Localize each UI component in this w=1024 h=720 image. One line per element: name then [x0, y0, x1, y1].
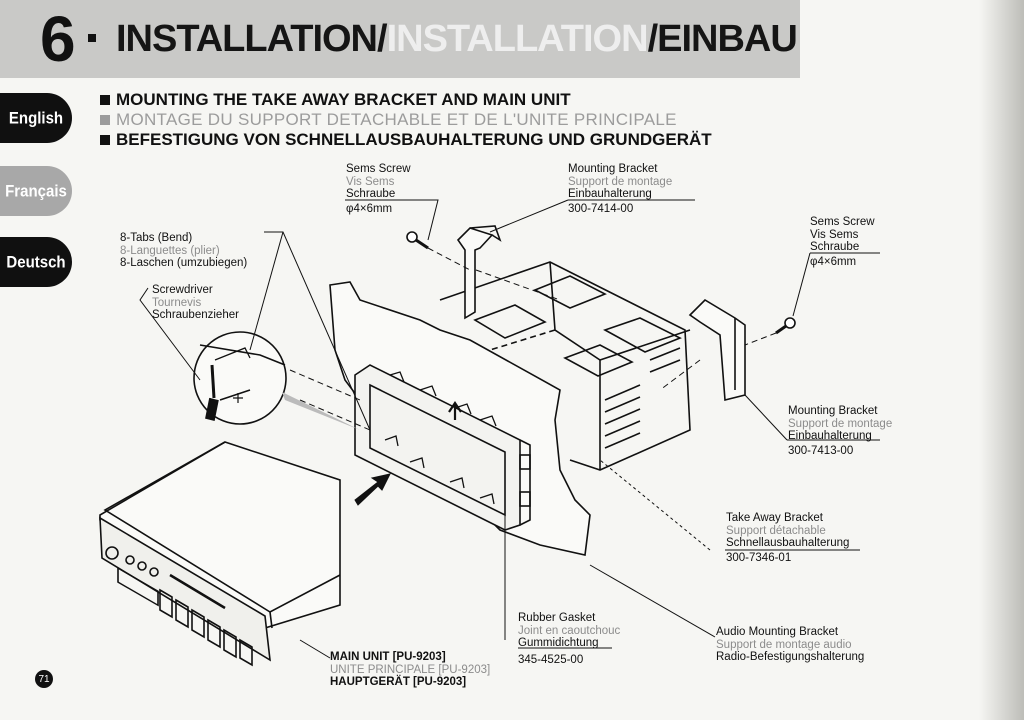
label-audio-mounting-bracket: Audio Mounting Bracket Support de montag…	[716, 626, 864, 664]
section-number: 6	[40, 3, 76, 75]
label-take-away-bracket: Take Away Bracket Support détachable Sch…	[726, 512, 849, 564]
title-separator: /	[647, 18, 659, 60]
label-text: 8-Tabs (Bend)	[120, 232, 193, 244]
label-sems-screw-top: Sems Screw Vis Sems Schraube φ4×6mm	[346, 163, 411, 215]
page-title: INSTALLATION/INSTALLATION/EINBAU	[116, 18, 798, 61]
heading-french-text: MONTAGE DU SUPPORT DETACHABLE ET DE L'UN…	[116, 110, 677, 129]
label-text-german: Einbauhalterung	[788, 430, 872, 442]
sems-screw-top-icon	[406, 231, 429, 250]
label-part-number: 300-7413-00	[788, 444, 854, 457]
label-sems-screw-right: Sems Screw Vis Sems Schraube φ4×6mm	[810, 216, 875, 268]
label-text: Mounting Bracket	[568, 163, 658, 175]
label-text-german: Einbauhalterung	[568, 188, 652, 200]
sleeve-box	[439, 261, 691, 471]
label-text: Sems Screw	[346, 163, 411, 175]
label-text-french: Vis Sems	[810, 228, 859, 241]
label-text-french: UNITE PRINCIPALE [PU-9203]	[330, 663, 491, 676]
insert-arrow-icon	[354, 473, 391, 506]
sleeve-window	[603, 317, 682, 353]
label-text: Screwdriver	[152, 284, 213, 296]
label-text: Mounting Bracket	[788, 405, 878, 417]
title-separator: /	[377, 18, 388, 60]
label-spec: φ4×6mm	[346, 202, 393, 215]
label-text: Audio Mounting Bracket	[716, 626, 839, 638]
sleeve-window	[473, 304, 547, 339]
tab-french[interactable]: Français	[0, 166, 72, 216]
label-text-french: Joint en caoutchouc	[518, 624, 621, 637]
screwdriver-icon	[210, 364, 216, 399]
label-text-german: Schraube	[810, 241, 860, 253]
bullet-square	[100, 135, 110, 145]
label-text-french: Support de montage	[568, 175, 673, 188]
label-text: Take Away Bracket	[726, 512, 823, 524]
sleeve-vents	[604, 347, 681, 449]
label-text-french: Tournevis	[152, 296, 202, 309]
label-part-number: 300-7414-00	[568, 202, 634, 215]
label-main-unit: MAIN UNIT [PU-9203] UNITE PRINCIPALE [PU…	[330, 651, 490, 689]
label-text-german: 8-Laschen (umzubiegen)	[120, 257, 248, 269]
mounting-bracket-right	[688, 298, 746, 402]
label-screwdriver: Screwdriver Tournevis Schraubenzieher	[152, 284, 239, 322]
page-number: 71	[35, 670, 53, 688]
label-part-number: 345-4525-00	[518, 653, 584, 666]
tab-german[interactable]: Deutsch	[0, 237, 72, 287]
label-text-german: Schraubenzieher	[152, 309, 239, 321]
label-tabs: 8-Tabs (Bend) 8-Languettes (plier) 8-Las…	[120, 232, 247, 270]
title-english: INSTALLATION	[116, 18, 378, 60]
heading-english: MOUNTING THE TAKE AWAY BRACKET AND MAIN …	[100, 90, 712, 110]
label-text: Sems Screw	[810, 216, 875, 228]
heading-english-text: MOUNTING THE TAKE AWAY BRACKET AND MAIN …	[116, 90, 571, 109]
label-text: Rubber Gasket	[518, 612, 596, 624]
title-german: EINBAU	[657, 18, 798, 60]
label-mounting-bracket-top: Mounting Bracket Support de montage Einb…	[568, 163, 672, 215]
tab-french-label: Français	[5, 181, 67, 201]
arrow-up-icon	[448, 401, 462, 420]
header-band	[0, 0, 800, 78]
tab-english[interactable]: English	[0, 93, 72, 143]
tab-english-label: English	[8, 108, 64, 128]
heading-german-text: BEFESTIGUNG VON SCHNELLAUSBAUHALTERUNG U…	[116, 130, 712, 149]
label-text-french: Support de montage audio	[716, 638, 852, 651]
section-number-dot	[88, 34, 96, 42]
section-headings: MOUNTING THE TAKE AWAY BRACKET AND MAIN …	[100, 90, 712, 150]
label-text-german: Schnellausbauhalterung	[726, 537, 850, 549]
label-text-german: Radio-Befestigungshalterung	[716, 651, 865, 663]
bullet-square	[100, 115, 110, 125]
main-unit-faceplate	[99, 516, 271, 662]
title-french: INSTALLATION	[386, 18, 649, 60]
label-text-french: 8-Languettes (plier)	[120, 244, 220, 257]
bullet-square	[100, 95, 110, 105]
heading-german: BEFESTIGUNG VON SCHNELLAUSBAUHALTERUNG U…	[100, 130, 712, 150]
label-text-german: Schraube	[346, 188, 396, 200]
sems-screw-right-icon	[775, 317, 796, 335]
mounting-bracket-top	[456, 227, 494, 320]
sleeve-window	[563, 344, 634, 377]
label-text-french: Support détachable	[726, 524, 826, 537]
label-part-number: 300-7346-01	[726, 551, 792, 564]
label-text-german: HAUPTGERÄT [PU-9203]	[330, 676, 467, 688]
tab-german-label: Deutsch	[6, 252, 66, 272]
label-text-german: Gummidichtung	[518, 637, 599, 649]
label-mounting-bracket-right: Mounting Bracket Support de montage Einb…	[788, 405, 892, 457]
heading-french: MONTAGE DU SUPPORT DETACHABLE ET DE L'UN…	[100, 110, 712, 130]
label-spec: φ4×6mm	[810, 255, 857, 268]
bend-tabs	[384, 371, 497, 505]
label-text-french: Vis Sems	[346, 175, 395, 188]
page-gutter-shadow	[979, 0, 1024, 720]
sleeve-window	[533, 275, 607, 309]
leader-lines	[139, 199, 880, 659]
volume-knob-icon	[105, 546, 119, 560]
label-text: MAIN UNIT [PU-9203]	[330, 651, 446, 663]
label-rubber-gasket: Rubber Gasket Joint en caoutchouc Gummid…	[518, 612, 620, 666]
label-text-french: Support de montage	[788, 417, 893, 430]
preset-buttons	[159, 588, 253, 667]
